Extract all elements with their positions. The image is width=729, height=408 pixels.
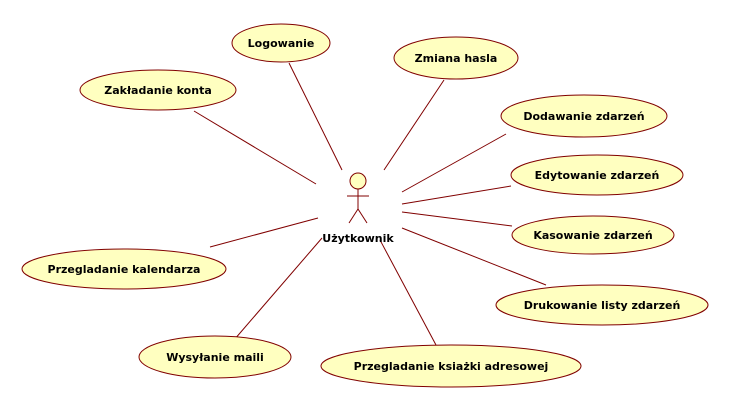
actor-left-leg [348, 208, 359, 224]
use-case-label: Logowanie [248, 37, 315, 50]
actor-head [349, 172, 367, 190]
use-case-label: Edytowanie zdarzeń [535, 169, 660, 182]
use-case-ellipse [138, 335, 292, 379]
use-case-ellipse [320, 344, 582, 388]
use-case-zakladanie-konta[interactable]: Zakładanie konta [79, 69, 237, 111]
use-case-przegladanie-ksiazki-adresowej[interactable]: Przegladanie ksiażki adresowej [320, 344, 582, 388]
use-case-kasowanie-zdarzen[interactable]: Kasowanie zdarzeń [511, 215, 675, 255]
use-case-label: Kasowanie zdarzeń [533, 229, 652, 242]
use-case-ellipse [79, 69, 237, 111]
use-case-wysylanie-maili[interactable]: Wysyłanie maili [138, 335, 292, 379]
use-case-ellipse [21, 248, 227, 290]
use-case-ellipse [511, 215, 675, 255]
use-case-label: Wysyłanie maili [166, 351, 264, 364]
association-logowanie [288, 62, 343, 171]
association-przegladanie-ksiazki-adresowej [379, 239, 437, 346]
use-case-label: Drukowanie listy zdarzeń [524, 299, 681, 312]
use-case-ellipse [510, 154, 684, 196]
use-case-ellipse [231, 23, 331, 63]
association-dodawanie-zdarzen [401, 133, 507, 193]
use-case-dodawanie-zdarzen[interactable]: Dodawanie zdarzeń [500, 94, 668, 138]
association-edytowanie-zdarzen [401, 185, 512, 205]
use-case-label: Przegladanie kalendarza [48, 263, 201, 276]
use-case-ellipse [495, 284, 709, 326]
use-case-logowanie[interactable]: Logowanie [231, 23, 331, 63]
associations [193, 62, 547, 346]
actor-right-leg [357, 208, 368, 224]
use-case-ellipse [393, 36, 519, 80]
association-drukowanie-listy-zdarzen [401, 227, 547, 286]
association-przegladanie-kalendarza [209, 217, 319, 248]
actor[interactable]: Użytkownik [322, 172, 394, 245]
association-zakladanie-konta [193, 110, 317, 185]
use-case-label: Zakładanie konta [104, 84, 212, 97]
use-case-label: Zmiana hasla [415, 52, 498, 65]
use-case-zmiana-hasla[interactable]: Zmiana hasla [393, 36, 519, 80]
use-case-przegladanie-kalendarza[interactable]: Przegladanie kalendarza [21, 248, 227, 290]
use-case-ellipse [500, 94, 668, 138]
actor-label: Użytkownik [322, 232, 394, 245]
use-case-label: Przegladanie ksiażki adresowej [354, 360, 549, 373]
association-wysylanie-maili [233, 237, 323, 341]
use-case-label: Dodawanie zdarzeń [523, 110, 644, 123]
use-case-drukowanie-listy-zdarzen[interactable]: Drukowanie listy zdarzeń [495, 284, 709, 326]
use-case-edytowanie-zdarzen[interactable]: Edytowanie zdarzeń [510, 154, 684, 196]
association-kasowanie-zdarzen [401, 211, 513, 227]
association-zmiana-hasla [383, 79, 445, 171]
